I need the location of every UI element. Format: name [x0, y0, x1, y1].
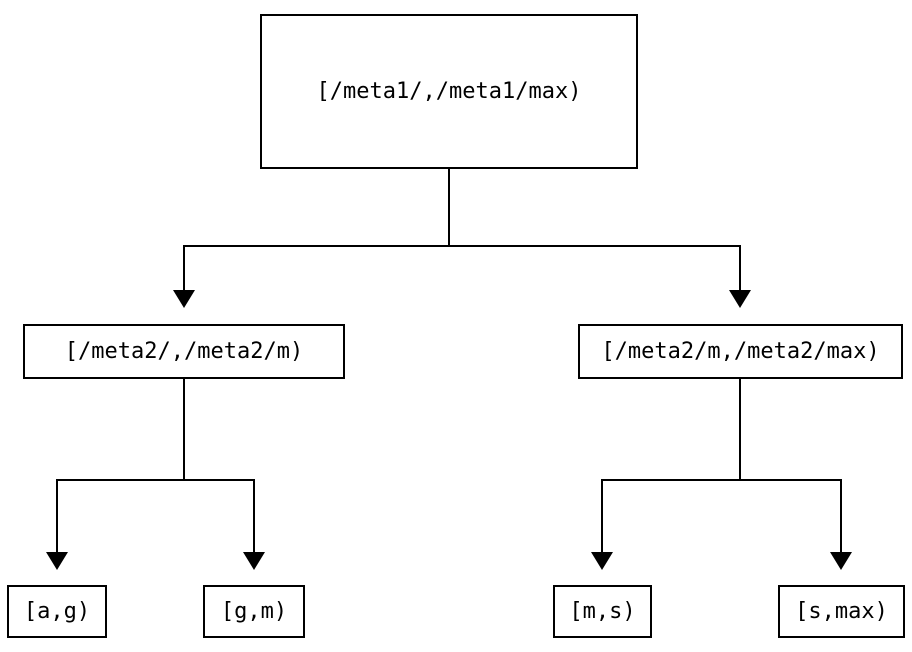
node-leaf-ms: [m,s) — [553, 585, 652, 638]
node-right-label: [/meta2/m,/meta2/max) — [601, 338, 880, 364]
node-root: [/meta1/,/meta1/max) — [260, 14, 638, 169]
node-leaf-ag: [a,g) — [7, 585, 107, 638]
node-right-subrange: [/meta2/m,/meta2/max) — [578, 324, 903, 379]
node-left-label: [/meta2/,/meta2/m) — [64, 338, 304, 364]
node-leaf-smax-label: [s,max) — [795, 598, 888, 624]
node-root-label: [/meta1/,/meta1/max) — [316, 78, 582, 104]
arrow-down-icon — [173, 290, 195, 308]
arrow-down-icon — [729, 290, 751, 308]
edge-left-to-leaves — [56, 379, 255, 553]
node-leaf-gm: [g,m) — [203, 585, 305, 638]
node-leaf-ag-label: [a,g) — [23, 598, 91, 624]
edge-root-to-children — [183, 169, 741, 291]
arrow-down-icon — [243, 552, 265, 570]
arrow-down-icon — [591, 552, 613, 570]
node-leaf-ms-label: [m,s) — [569, 598, 636, 624]
edge-right-to-leaves — [601, 379, 842, 553]
arrow-down-icon — [830, 552, 852, 570]
arrow-down-icon — [46, 552, 68, 570]
node-leaf-smax: [s,max) — [778, 585, 905, 638]
node-leaf-gm-label: [g,m) — [220, 598, 288, 624]
node-left-subrange: [/meta2/,/meta2/m) — [23, 324, 345, 379]
